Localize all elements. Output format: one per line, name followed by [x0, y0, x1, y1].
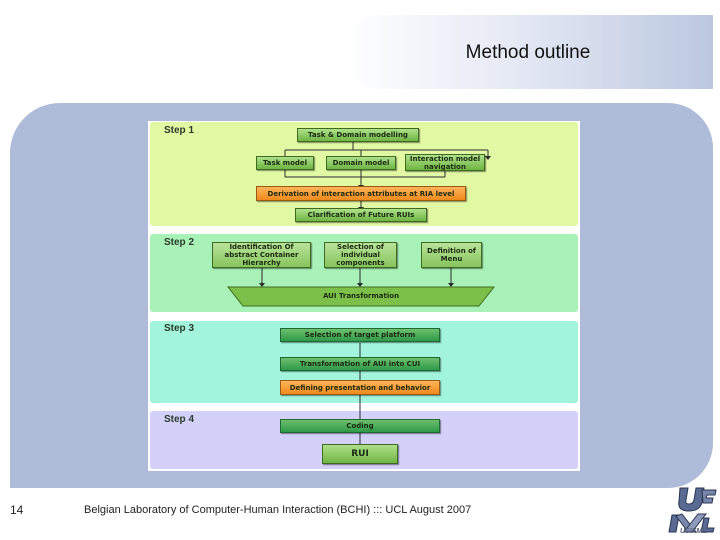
presentation-behavior-box: Defining presentation and behavior	[280, 380, 440, 395]
step2-label: Step 2	[164, 237, 195, 248]
slide-title: Method outline	[465, 42, 591, 63]
aui-to-cui-box: Transformation of AUI into CUI	[280, 357, 440, 371]
clarification-box: Clarification of Future RUIs	[295, 208, 427, 222]
interaction-model-box: Interaction model navigation	[405, 154, 485, 171]
method-diagram: Step 1 Step 2 Step 3 Step 4 Task & Domai…	[148, 121, 580, 471]
aui-transformation-shape	[226, 286, 496, 307]
aui-transformation-label: AUI Transformation	[322, 292, 400, 300]
derivation-box: Derivation of interaction attributes at …	[256, 186, 466, 201]
definition-menu-box: Definition of Menu	[421, 242, 482, 268]
selection-components-box: Selection of individual components	[324, 242, 397, 268]
logo-text: USIXML	[680, 528, 707, 535]
task-model-box: Task model	[256, 156, 314, 170]
rui-box: RUI	[322, 444, 398, 464]
title-bubble: Method outline	[343, 15, 713, 89]
step3-label: Step 3	[164, 323, 195, 334]
target-platform-box: Selection of target platform	[280, 328, 440, 342]
task-domain-modelling-box: Task & Domain modelling	[297, 128, 419, 142]
footer-text: Belgian Laboratory of Computer-Human Int…	[84, 504, 472, 516]
step4-label: Step 4	[164, 414, 195, 425]
step1-label: Step 1	[164, 125, 195, 136]
usixml-logo-icon	[668, 487, 717, 533]
connector-lines	[226, 142, 496, 448]
identification-box: Identification Of abstract Container Hie…	[212, 242, 311, 268]
coding-box: Coding	[280, 419, 440, 433]
domain-model-box: Domain model	[326, 156, 396, 170]
page-number: 14	[10, 503, 24, 517]
